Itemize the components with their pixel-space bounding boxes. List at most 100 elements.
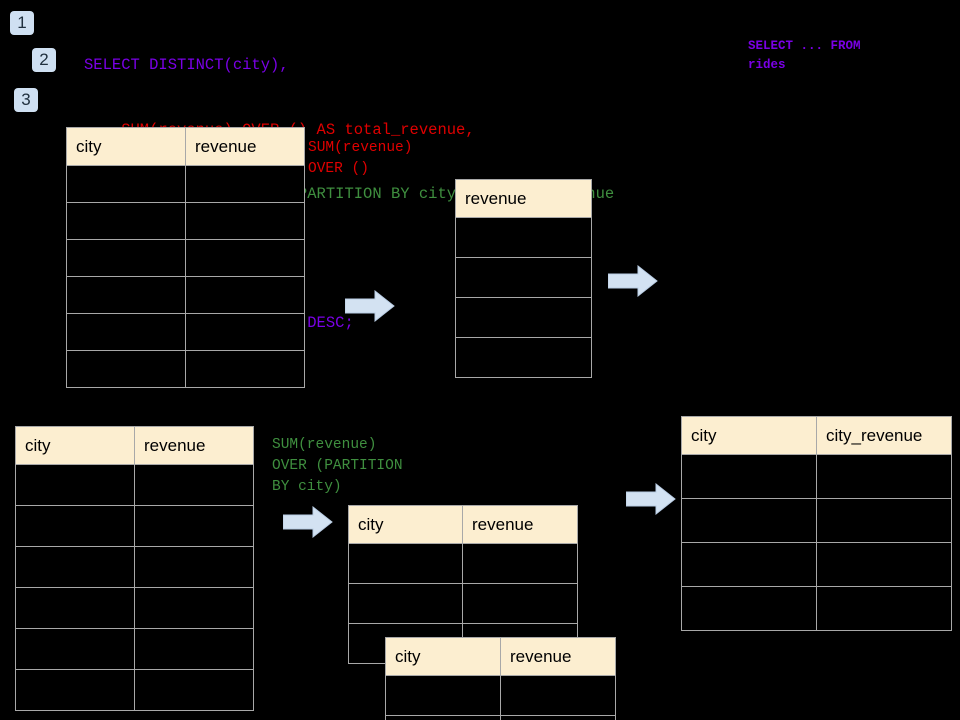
table-row: [66, 313, 305, 351]
table-row: [455, 337, 592, 378]
table-row: [681, 498, 952, 543]
table-cell: [134, 546, 254, 588]
table-cell: [66, 276, 186, 314]
table-cell: [15, 464, 135, 506]
table-cell: [66, 239, 186, 277]
table-cell: [455, 217, 592, 258]
table-row: [348, 583, 578, 624]
result-table: city city_revenue: [681, 416, 952, 631]
table-row: [385, 715, 616, 720]
arrow-top-left: [345, 290, 395, 322]
column-header-revenue: revenue: [500, 637, 616, 676]
step-badge-2: 2: [32, 48, 56, 72]
table-row: [455, 217, 592, 258]
table-row: [681, 454, 952, 499]
table-cell: [455, 257, 592, 298]
table-cell: [455, 297, 592, 338]
column-header-revenue: revenue: [455, 179, 592, 218]
table-cell: [134, 628, 254, 670]
table-cell: [134, 464, 254, 506]
table-cell: [185, 239, 305, 277]
column-header-revenue: revenue: [185, 127, 305, 166]
table-cell: [185, 350, 305, 388]
table-cell: [455, 337, 592, 378]
table-cell: [385, 675, 501, 716]
table-row: [455, 297, 592, 338]
column-header-city: city: [15, 426, 135, 465]
column-header-city: city: [348, 505, 463, 544]
table-cell: [500, 715, 616, 720]
table-cell: [816, 586, 952, 631]
table-cell: [66, 202, 186, 240]
table-header-row: city city_revenue: [681, 416, 952, 455]
column-header-city: city: [66, 127, 186, 166]
partition-table-front: city revenue: [385, 637, 616, 720]
table-cell: [681, 498, 817, 543]
column-header-revenue: revenue: [134, 426, 254, 465]
rides-source-table-bottom: city revenue: [15, 426, 254, 711]
table-row: [681, 586, 952, 631]
step-badge-3: 3: [14, 88, 38, 112]
column-header-city: city: [385, 637, 501, 676]
arrow-top-right: [608, 265, 658, 297]
table-cell: [15, 587, 135, 629]
table-cell: [185, 313, 305, 351]
table-row: [15, 546, 254, 588]
annotation-sum-over-empty: SUM(revenue) OVER (): [308, 140, 413, 177]
table-cell: [348, 543, 463, 584]
table-header-row: city revenue: [15, 426, 254, 465]
table-header-row: city revenue: [66, 127, 305, 166]
table-row: [15, 505, 254, 547]
table-row: [455, 257, 592, 298]
table-row: [66, 239, 305, 277]
table-cell: [385, 715, 501, 720]
table-header-row: city revenue: [348, 505, 578, 544]
table-cell: [185, 202, 305, 240]
table-cell: [66, 350, 186, 388]
table-row: [66, 165, 305, 203]
annotation-select-from: SELECT ... FROM rides: [748, 39, 861, 72]
table-cell: [681, 542, 817, 587]
table-row: [15, 464, 254, 506]
table-cell: [462, 583, 578, 624]
arrow-bottom-right: [626, 483, 676, 515]
table-row: [15, 669, 254, 711]
table-cell: [15, 669, 135, 711]
table-cell: [15, 505, 135, 547]
arrow-bottom-left: [283, 506, 333, 538]
total-revenue-table: revenue: [455, 179, 592, 378]
table-cell: [816, 454, 952, 499]
table-row: [385, 675, 616, 716]
table-cell: [15, 628, 135, 670]
table-header-row: revenue: [455, 179, 592, 218]
step-badge-1: 1: [10, 11, 34, 35]
column-header-city-revenue: city_revenue: [816, 416, 952, 455]
column-header-city: city: [681, 416, 817, 455]
table-cell: [816, 542, 952, 587]
table-cell: [348, 583, 463, 624]
table-header-row: city revenue: [385, 637, 616, 676]
table-cell: [134, 587, 254, 629]
table-cell: [185, 165, 305, 203]
sql-line-1: SELECT DISTINCT(city),: [84, 56, 289, 74]
table-cell: [462, 543, 578, 584]
table-cell: [134, 669, 254, 711]
column-header-revenue: revenue: [462, 505, 578, 544]
table-cell: [816, 498, 952, 543]
annotation-sum-over-partition: SUM(revenue) OVER (PARTITION BY city): [272, 437, 403, 495]
table-cell: [185, 276, 305, 314]
table-cell: [134, 505, 254, 547]
table-cell: [66, 313, 186, 351]
table-row: [348, 543, 578, 584]
table-row: [66, 276, 305, 314]
table-cell: [681, 454, 817, 499]
table-row: [15, 628, 254, 670]
table-row: [66, 202, 305, 240]
table-cell: [15, 546, 135, 588]
table-row: [681, 542, 952, 587]
table-cell: [66, 165, 186, 203]
table-cell: [500, 675, 616, 716]
table-cell: [681, 586, 817, 631]
table-row: [66, 350, 305, 388]
